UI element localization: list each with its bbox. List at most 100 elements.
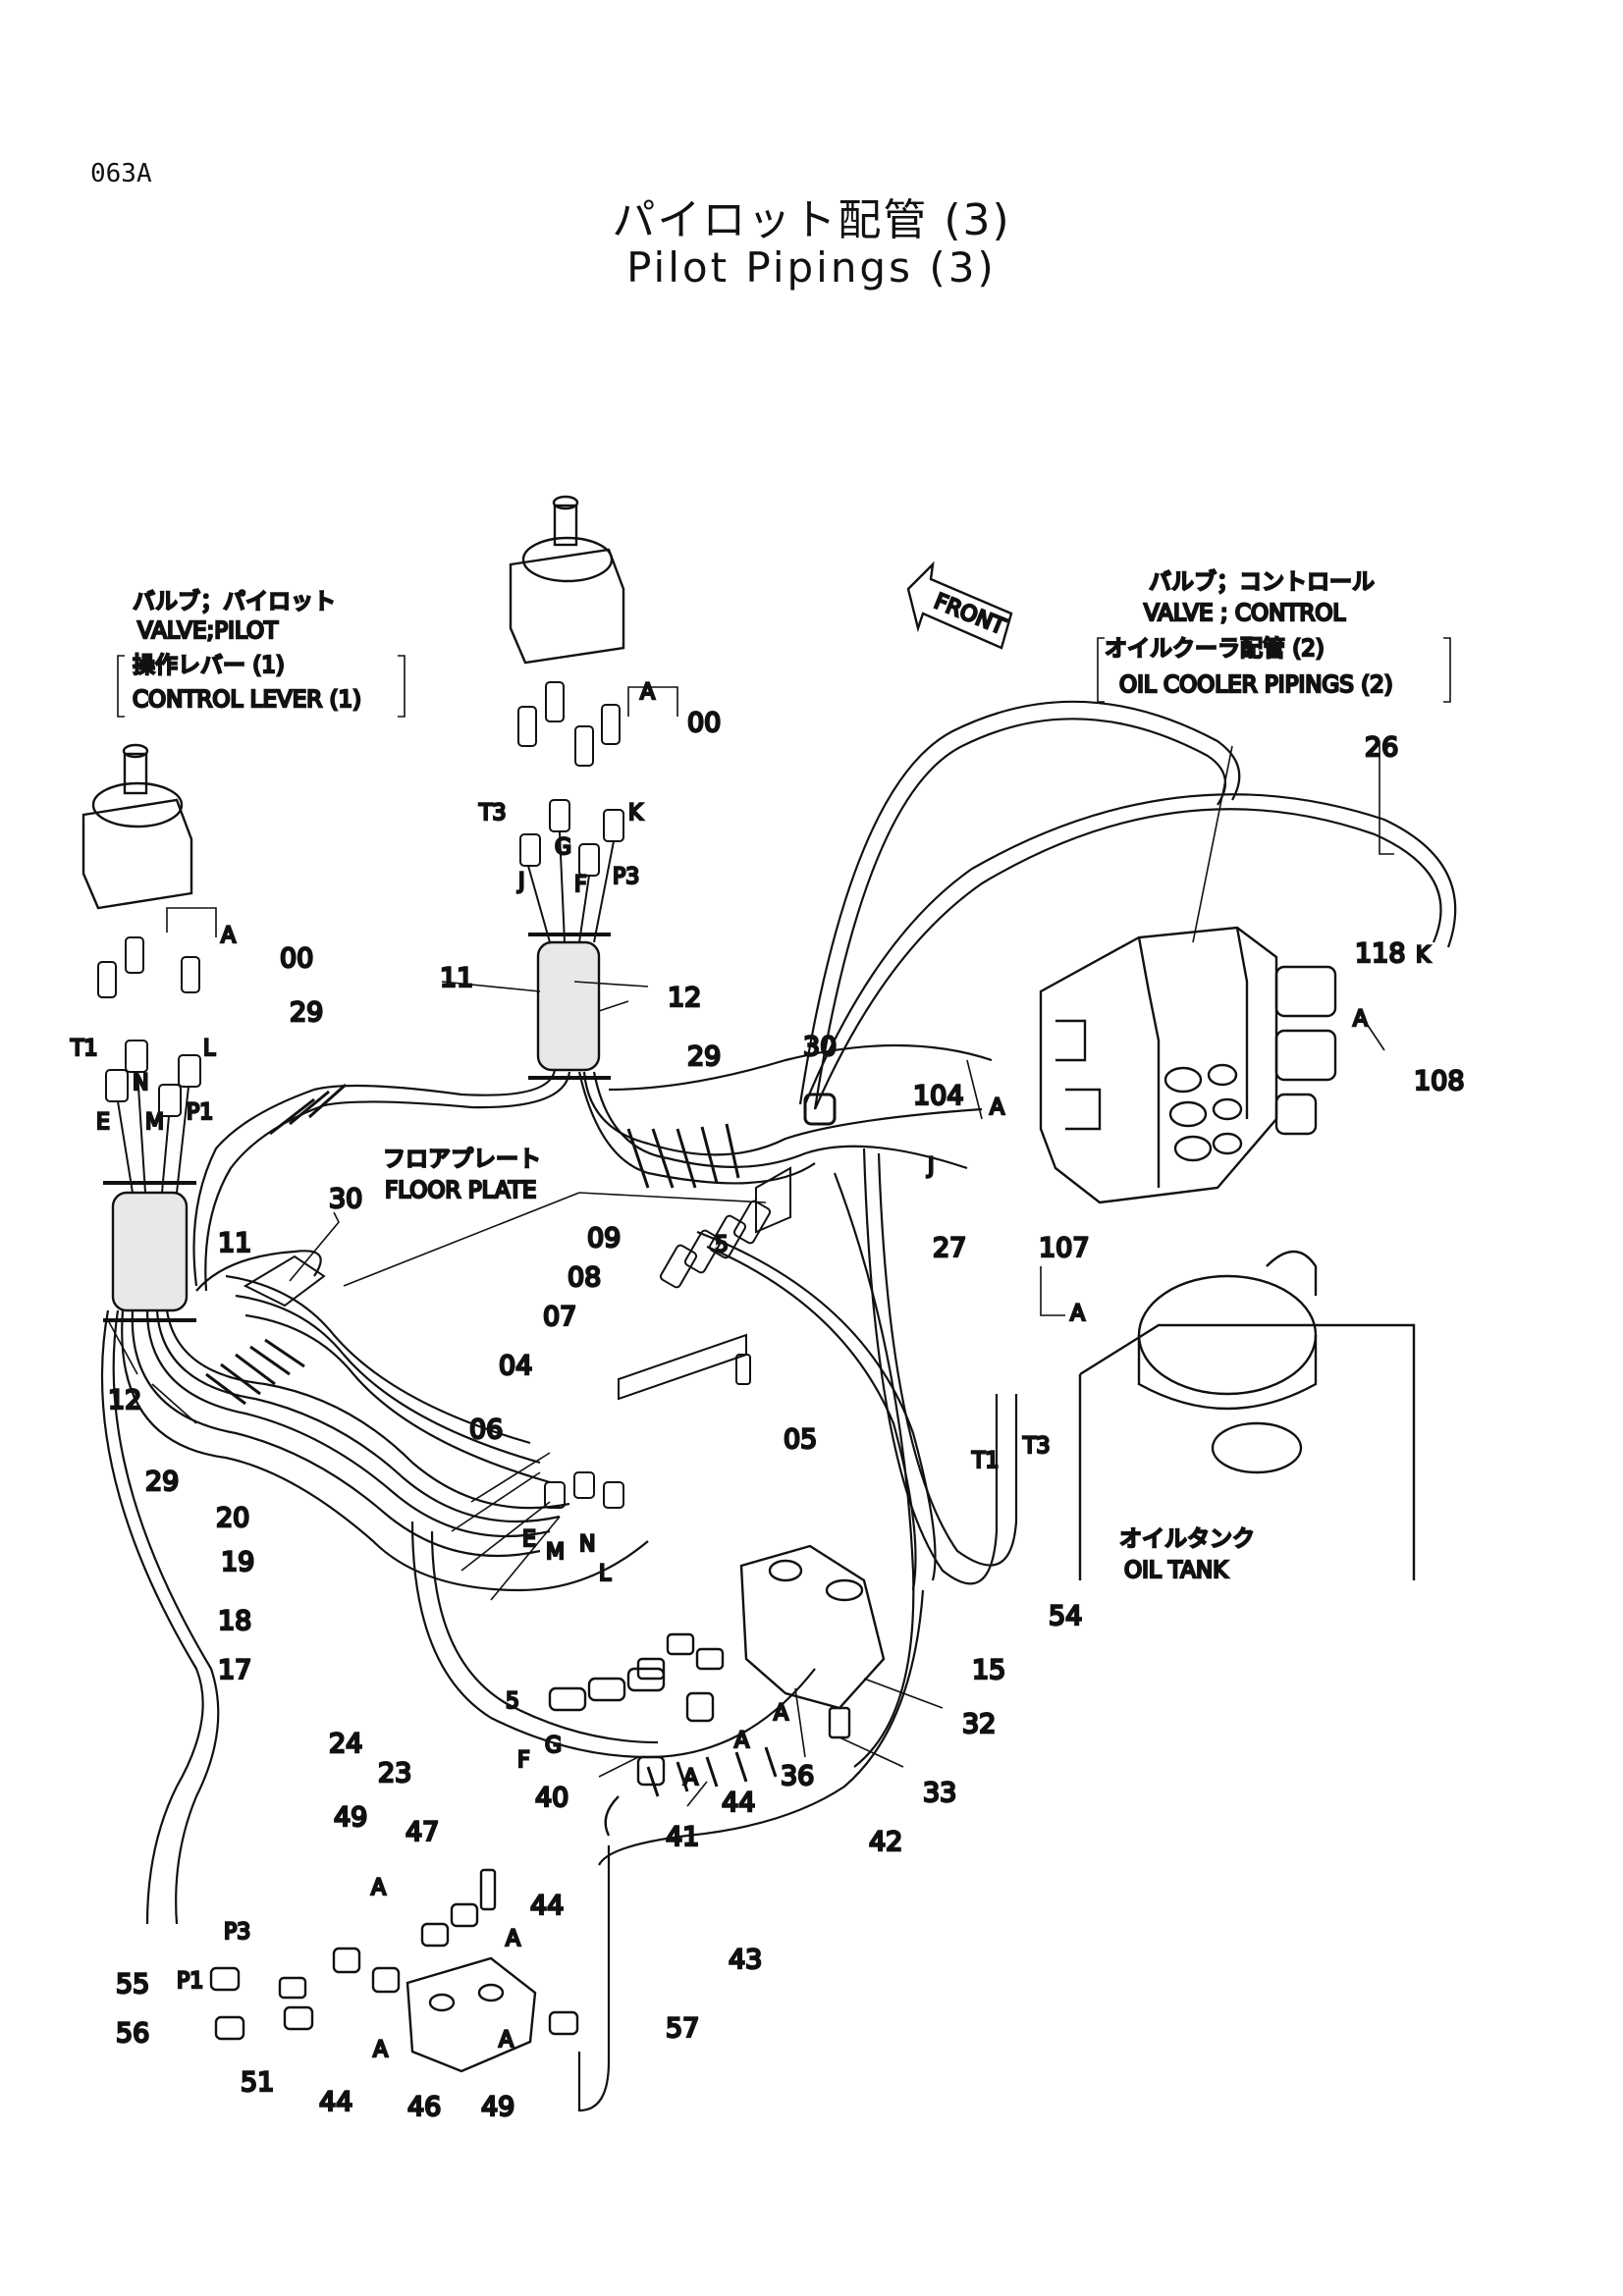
callout-36: 36 <box>781 1761 814 1791</box>
callout-104: 104 <box>913 1081 964 1111</box>
callout-49: 49 <box>481 2092 514 2122</box>
callout-107: 107 <box>1039 1233 1090 1263</box>
hose-sleeve-left <box>103 1181 196 1322</box>
note-floor-plate-en: FLOOR PLATE <box>385 1178 536 1203</box>
callout-30: 30 <box>329 1184 362 1214</box>
callouts: A 00 A 00 26 118 K A 108 104 A J 27 30 2… <box>69 679 1466 2123</box>
callout-108: 108 <box>1414 1066 1465 1096</box>
callout-A: A <box>734 1729 749 1753</box>
callout-G: G <box>545 1734 562 1758</box>
callout-A: A <box>774 1701 788 1726</box>
selector-block <box>209 1868 579 2073</box>
page-id: 063A <box>90 159 152 188</box>
callout-18: 18 <box>218 1606 251 1636</box>
note-oil-cooler-en: OIL COOLER PIPINGS (2) <box>1119 672 1393 698</box>
callout-T3: T3 <box>1022 1434 1050 1459</box>
callout-29: 29 <box>145 1467 179 1497</box>
callout-118: 118 <box>1355 938 1406 969</box>
callout-51: 51 <box>241 2067 274 2098</box>
callout-44: 44 <box>530 1891 564 1921</box>
callout-44: 44 <box>319 2087 352 2117</box>
bundle-clamps <box>205 1083 837 1797</box>
callout-A: A <box>221 924 236 948</box>
floor-plate <box>243 1166 791 1308</box>
note-oil-tank-en: OIL TANK <box>1124 1558 1228 1583</box>
control-valve <box>1039 926 1337 1204</box>
callout-K: K <box>628 801 643 826</box>
callout-47: 47 <box>406 1817 439 1847</box>
callout-44: 44 <box>722 1788 755 1818</box>
note-valve-pilot-jp: バルブ；パイロット <box>133 589 336 614</box>
callout-41: 41 <box>666 1822 699 1852</box>
callout-5: 5 <box>715 1233 729 1257</box>
callout-J: J <box>516 870 525 894</box>
callout-07: 07 <box>543 1302 576 1332</box>
note-control-lever-jp: 操作レバー (1) <box>133 653 285 678</box>
callout-P1: P1 <box>187 1100 213 1125</box>
callout-12: 12 <box>668 983 701 1013</box>
callout-A: A <box>506 1927 520 1951</box>
pilot-valve-upper <box>509 495 625 665</box>
callout-27: 27 <box>933 1233 966 1263</box>
note-floor-plate-jp: フロアプレート <box>383 1147 541 1172</box>
callout-A: A <box>1353 1007 1368 1032</box>
callout-32: 32 <box>962 1709 996 1739</box>
callout-N: N <box>579 1532 595 1557</box>
page-title-japanese: パイロット配管 (3) <box>612 195 1011 245</box>
hose-bundle <box>100 700 1457 2112</box>
callout-A: A <box>640 680 655 705</box>
front-arrow <box>906 561 1013 650</box>
callout-M: M <box>145 1110 164 1135</box>
callout-09: 09 <box>587 1223 621 1254</box>
callout-A: A <box>371 1876 386 1900</box>
callout-46: 46 <box>407 2092 441 2122</box>
callout-54: 54 <box>1049 1601 1082 1631</box>
callout-A: A <box>373 2038 388 2062</box>
shuttle-block <box>548 1544 886 1837</box>
callout-11: 11 <box>218 1228 251 1258</box>
hose-sleeve-upper <box>528 933 611 1080</box>
callout-A: A <box>1070 1302 1085 1326</box>
callout-08: 08 <box>568 1262 601 1293</box>
upper-fittings <box>517 681 624 943</box>
note-oil-tank-jp: オイルタンク <box>1119 1526 1255 1552</box>
callout-L: L <box>203 1037 216 1061</box>
callout-15: 15 <box>972 1655 1005 1685</box>
bracket-left <box>117 655 406 718</box>
callout-06: 06 <box>469 1415 503 1445</box>
callout-56: 56 <box>116 2018 149 2049</box>
callout-T1: T1 <box>971 1449 999 1473</box>
callout-A: A <box>499 2028 514 2053</box>
callout-23: 23 <box>378 1758 411 1789</box>
callout-29: 29 <box>290 997 323 1028</box>
callout-49: 49 <box>334 1802 367 1833</box>
callout-A: A <box>990 1095 1004 1120</box>
callout-P3: P3 <box>613 865 639 889</box>
callout-N: N <box>133 1071 148 1095</box>
callout-24: 24 <box>329 1729 362 1759</box>
callout-05: 05 <box>784 1424 817 1455</box>
callout-T1: T1 <box>70 1037 97 1061</box>
left-fittings <box>97 936 201 1194</box>
callout-19: 19 <box>221 1547 254 1577</box>
callout-00: 00 <box>687 708 721 738</box>
note-control-lever-en: CONTROL LEVER (1) <box>133 687 361 713</box>
callout-T3: T3 <box>478 801 506 826</box>
callout-11: 11 <box>440 963 473 993</box>
note-valve-control-en: VALVE ; CONTROL <box>1144 601 1345 626</box>
callout-43: 43 <box>729 1945 762 1975</box>
callout-57: 57 <box>666 2013 699 2044</box>
bracket-right <box>1097 637 1451 703</box>
callout-K: K <box>1416 943 1431 968</box>
callout-42: 42 <box>869 1827 902 1857</box>
center-fittings <box>544 1200 772 1509</box>
callout-F: F <box>574 873 587 897</box>
callout-12: 12 <box>108 1385 141 1415</box>
callout-M: M <box>546 1540 565 1565</box>
callout-E: E <box>96 1110 110 1135</box>
oil-tank <box>1078 1250 1416 1580</box>
callout-J: J <box>926 1154 935 1179</box>
pilot-valve-left <box>81 743 193 910</box>
leader-lines <box>107 686 1394 1807</box>
note-oil-cooler-jp: オイルクーラ配管 (2) <box>1105 636 1325 662</box>
